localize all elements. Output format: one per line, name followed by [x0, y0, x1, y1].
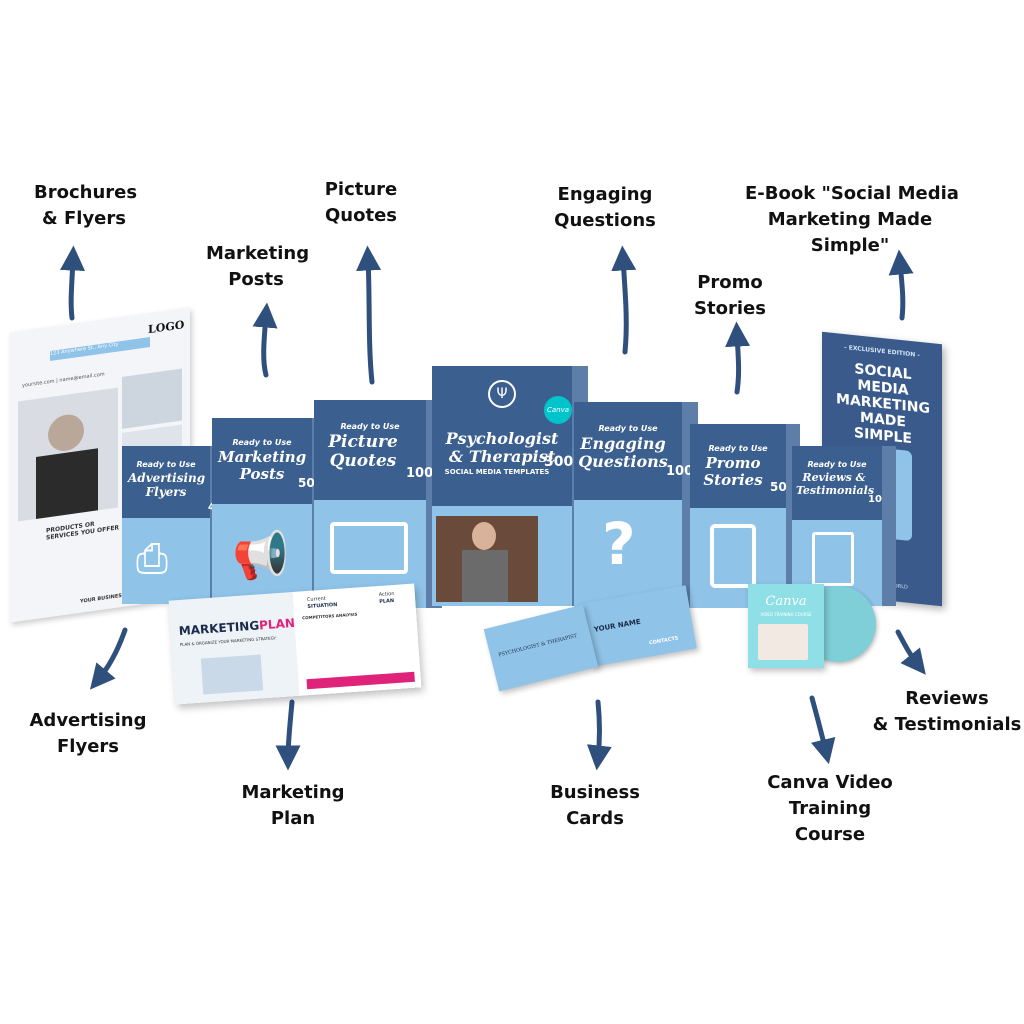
arrow-marketing-plan — [275, 699, 301, 771]
canva-dvd-mockup: Canva VIDEO TRAINING COURSE — [748, 584, 876, 680]
brochure-site: yoursite.com | name@email.com — [22, 371, 105, 389]
box-picture-quotes: Ready to Use Picture Quotes 100 — [314, 400, 442, 608]
brochure-products: PRODUCTS OR SERVICES YOU OFFER — [46, 520, 120, 542]
arrow-picture-quotes — [356, 245, 382, 385]
plan-situation: SITUATION — [307, 601, 338, 611]
ebook-title: SOCIAL MEDIA MARKETING MADE SIMPLE — [836, 361, 930, 448]
plan-action: Action — [378, 590, 395, 599]
box-promo-stories: Ready to Use Promo Stories 50 — [690, 424, 800, 608]
box-reviews: Ready to Use Reviews & Testimonials 10 — [792, 446, 896, 606]
flyer-icon: ⎙ — [136, 536, 168, 582]
dvd-title: Canva — [765, 594, 807, 609]
plan-competitors: COMPETITORS ANALYSIS — [302, 611, 358, 621]
phone-image-icon — [710, 524, 756, 588]
dvd-case: Canva VIDEO TRAINING COURSE — [748, 584, 824, 668]
box-reviews-title: Reviews & Testimonials — [796, 471, 875, 497]
marketing-plan-mockup: MARKETINGPLAN PLAN & ORGANIZE YOUR MARKE… — [168, 583, 422, 705]
arrow-ebook — [888, 249, 914, 321]
arrow-reviews — [895, 629, 926, 675]
brochure-address: 123 Anywhere St., Any City — [50, 336, 150, 362]
card-contacts: CONTACTS — [648, 635, 679, 647]
arrow-brochures — [60, 245, 86, 321]
brochure-photo-2 — [122, 368, 182, 429]
dvd-subtitle: VIDEO TRAINING COURSE — [760, 612, 812, 617]
arrow-engaging-questions — [611, 245, 637, 355]
image-gallery-icon — [330, 522, 408, 574]
box-main-subtitle: SOCIAL MEDIA TEMPLATES — [444, 468, 550, 476]
box-main-count: 300 — [544, 454, 574, 470]
arrow-canva-course — [809, 695, 836, 765]
document-pen-icon — [812, 532, 854, 586]
card-brand: PSYCHOLOGIST & THERAPIST — [497, 633, 578, 659]
box-picture-count: 100 — [406, 466, 434, 481]
arrow-promo-stories — [725, 321, 751, 395]
box-advertising-flyers: Ready to Use Advertising Flyers 40 ⎙ — [122, 446, 224, 604]
box-main-title: Psychologist & Therapist — [445, 429, 559, 466]
brochure-photo-main — [18, 387, 118, 522]
plan-action-plan: PLAN — [379, 597, 395, 606]
brochure-logo: LOGO — [148, 318, 185, 337]
arrow-business-cards — [586, 699, 612, 771]
box-marketing-count: 50 — [298, 476, 315, 490]
label-reviews: Reviews& Testimonials — [872, 688, 1022, 735]
box-marketing-title: Marketing Posts — [218, 448, 307, 483]
box-promo-title: Promo Stories — [703, 454, 763, 489]
megaphone-icon: 📢 — [232, 528, 290, 582]
ebook-edition: - EXCLUSIVE EDITION - — [844, 344, 920, 359]
question-mark-icon: ? — [602, 510, 636, 578]
box-promo-count: 50 — [770, 480, 787, 494]
label-brochures: Brochures& Flyers — [34, 182, 138, 229]
box-picture-title: Picture Quotes — [328, 432, 398, 471]
box-engaging-questions: Ready to Use Engaging Questions 100 ? — [574, 402, 698, 608]
box-reviews-count: 10 — [868, 494, 882, 505]
card-name: YOUR NAME — [593, 617, 642, 634]
logo-icon: Ψ — [488, 380, 516, 408]
canva-badge: Canva — [544, 396, 572, 424]
box-main-product: Ψ Psychologist & Therapist SOCIAL MEDIA … — [432, 366, 588, 606]
box-advertising-title: Advertising Flyers — [128, 471, 206, 499]
therapist-photo — [436, 516, 538, 602]
box-engaging-title: Engaging Questions — [578, 434, 668, 471]
box-engaging-count: 100 — [666, 464, 694, 479]
box-marketing-posts: Ready to Use Marketing Posts 50 📢 — [212, 418, 328, 608]
arrow-advertising-flyers — [90, 627, 128, 690]
arrow-marketing-posts — [252, 302, 278, 378]
